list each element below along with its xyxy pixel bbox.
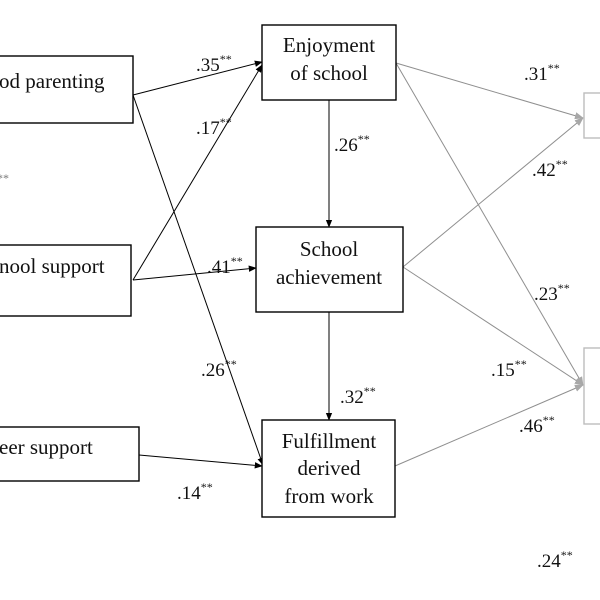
coef-parenting-to-fulfillment: .26** (201, 357, 237, 381)
coefficients: .35** .17** .26** .41** .26** .32** .14*… (0, 52, 573, 572)
edge-enjoyment-to-outcome-2 (395, 62, 584, 386)
edge-parenting-to-fulfillment (132, 94, 264, 466)
node-fulfillment-line-1: Fulfillment (282, 429, 377, 453)
node-enjoyment-line-1: Enjoyment (283, 33, 375, 57)
coef-bottom-right: .24** (537, 548, 573, 572)
coef-enjoyment-to-outcome-2: .23** (534, 281, 570, 305)
coef-school-support-to-achievement: .41** (207, 254, 243, 278)
node-outcome-1-box (583, 92, 600, 139)
node-peer-support-label: eer support (0, 435, 93, 459)
edges (132, 60, 584, 469)
node-achievement-line-2: achievement (276, 265, 382, 289)
node-achievement-box (255, 226, 404, 313)
edge-school-support-to-enjoyment (132, 64, 263, 281)
edge-school-support-to-achievement (132, 265, 257, 281)
node-good-parenting-label: od parenting (0, 69, 105, 93)
node-outcome-2-box (583, 347, 600, 425)
edge-fulfillment-to-outcome-2 (394, 384, 584, 467)
node-fulfillment-line-2: derived (298, 456, 361, 480)
coef-school-support-to-enjoyment: .17** (196, 115, 232, 139)
coef-achievement-to-outcome-1: .42** (532, 157, 568, 181)
node-fulfillment-line-3: from work (284, 484, 374, 508)
node-peer-support-box (0, 426, 140, 482)
node-school-support-label: nool support (0, 254, 105, 278)
coef-enjoyment-to-outcome-1: .31** (524, 61, 560, 85)
node-school-achievement: School achievement (255, 226, 404, 313)
edge-achievement-to-outcome-2 (402, 266, 584, 386)
coef-left-stars: ** (0, 171, 9, 185)
edge-enjoyment-to-outcome-1 (395, 62, 584, 120)
node-fulfillment-from-work: Fulfillment derived from work (261, 419, 396, 518)
edge-peer-support-to-fulfillment (138, 454, 263, 469)
node-good-parenting-box (0, 55, 134, 124)
node-good-parenting: od parenting (0, 55, 134, 124)
node-achievement-line-1: School (300, 237, 359, 261)
coef-parenting-to-enjoyment: .35** (196, 52, 232, 76)
node-fulfillment-box (261, 419, 396, 518)
node-school-support-box (0, 244, 132, 317)
edge-parenting-to-enjoyment (132, 60, 263, 96)
node-enjoyment-line-2: of school (290, 61, 368, 85)
coef-fulfillment-to-outcome-2: .46** (519, 413, 555, 437)
edge-achievement-to-outcome-1 (402, 117, 584, 268)
node-enjoyment-box (261, 24, 397, 101)
node-school-support: nool support (0, 244, 132, 317)
coef-enjoyment-to-achievement: .26** (334, 132, 370, 156)
node-enjoyment-of-school: Enjoyment of school (261, 24, 397, 101)
coef-achievement-to-fulfillment: .32** (340, 384, 376, 408)
coef-achievement-to-outcome-2: .15** (491, 357, 527, 381)
coef-peer-support-to-fulfillment: .14** (177, 480, 213, 504)
node-peer-support: eer support (0, 426, 140, 482)
